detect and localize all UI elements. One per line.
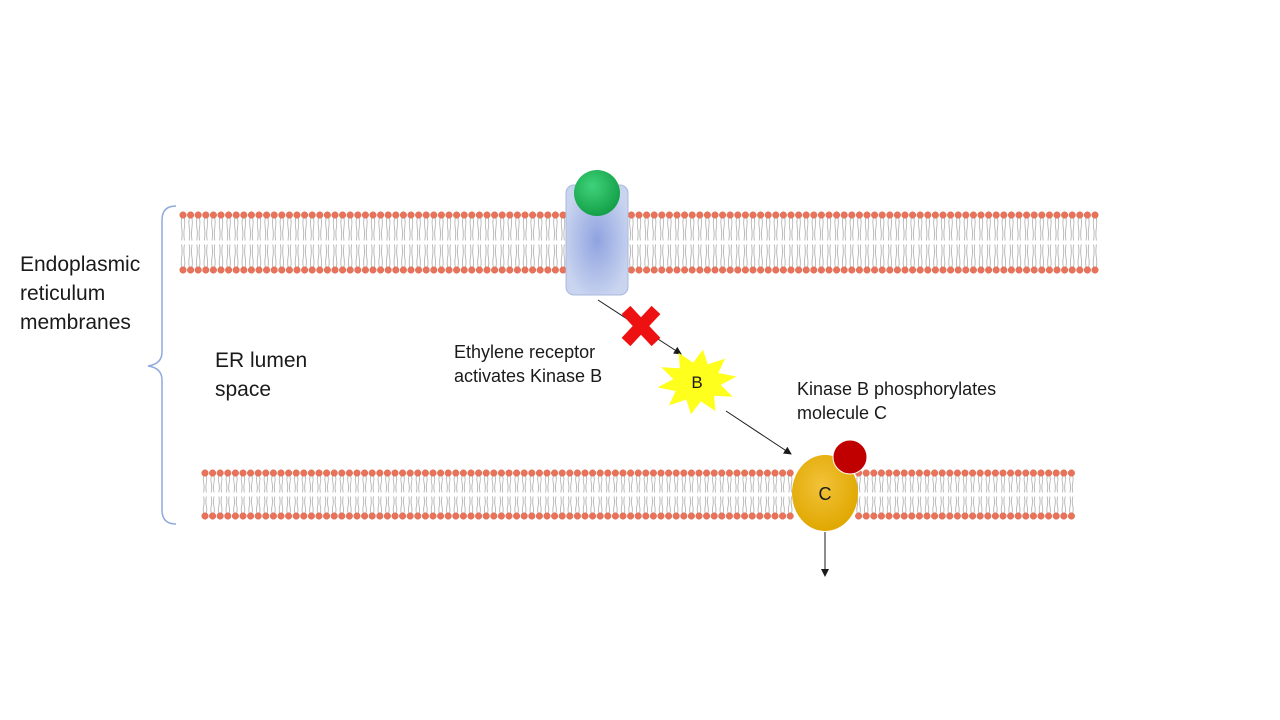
lower-membrane-heads [201, 469, 1075, 520]
kinase-note: Kinase B phosphorylates molecule C [797, 377, 996, 425]
kinase-b-label: B [691, 373, 702, 392]
upper-membrane-tails [180, 217, 1098, 268]
receptor-note-line: Ethylene receptor [454, 342, 596, 362]
receptor-note: Ethylene receptor activates Kinase B [454, 340, 602, 388]
phosphate-circle-icon [832, 439, 868, 475]
lower-membrane-bilayer [201, 469, 1075, 520]
membranes-label: Endoplasmic reticulum membranes [20, 250, 140, 337]
molecule-c [792, 455, 858, 531]
ethylene-ligand [574, 170, 620, 216]
kinase-note-line: Kinase B phosphorylates [797, 379, 997, 399]
membranes-label-line: Endoplasmic [20, 253, 141, 276]
red-x-icon [621, 305, 661, 347]
receptor-note-line: activates Kinase B [454, 366, 603, 386]
yellow-star-icon [657, 349, 737, 415]
lower-membrane-tails [202, 475, 1074, 514]
arrow-kinase-to-target [725, 410, 792, 455]
molecule-c-label: C [819, 484, 832, 504]
lumen-label-line: space [215, 378, 272, 401]
membrane-bracket [147, 205, 177, 525]
lumen-label-line: ER lumen [215, 349, 308, 372]
upper-membrane-bilayer [179, 211, 1099, 274]
lumen-label: ER lumen space [215, 346, 307, 404]
upper-membrane-heads [179, 211, 1099, 274]
membranes-label-line: membranes [20, 311, 131, 334]
membranes-label-line: reticulum [20, 282, 106, 305]
kinase-note-line: molecule C [797, 403, 888, 423]
